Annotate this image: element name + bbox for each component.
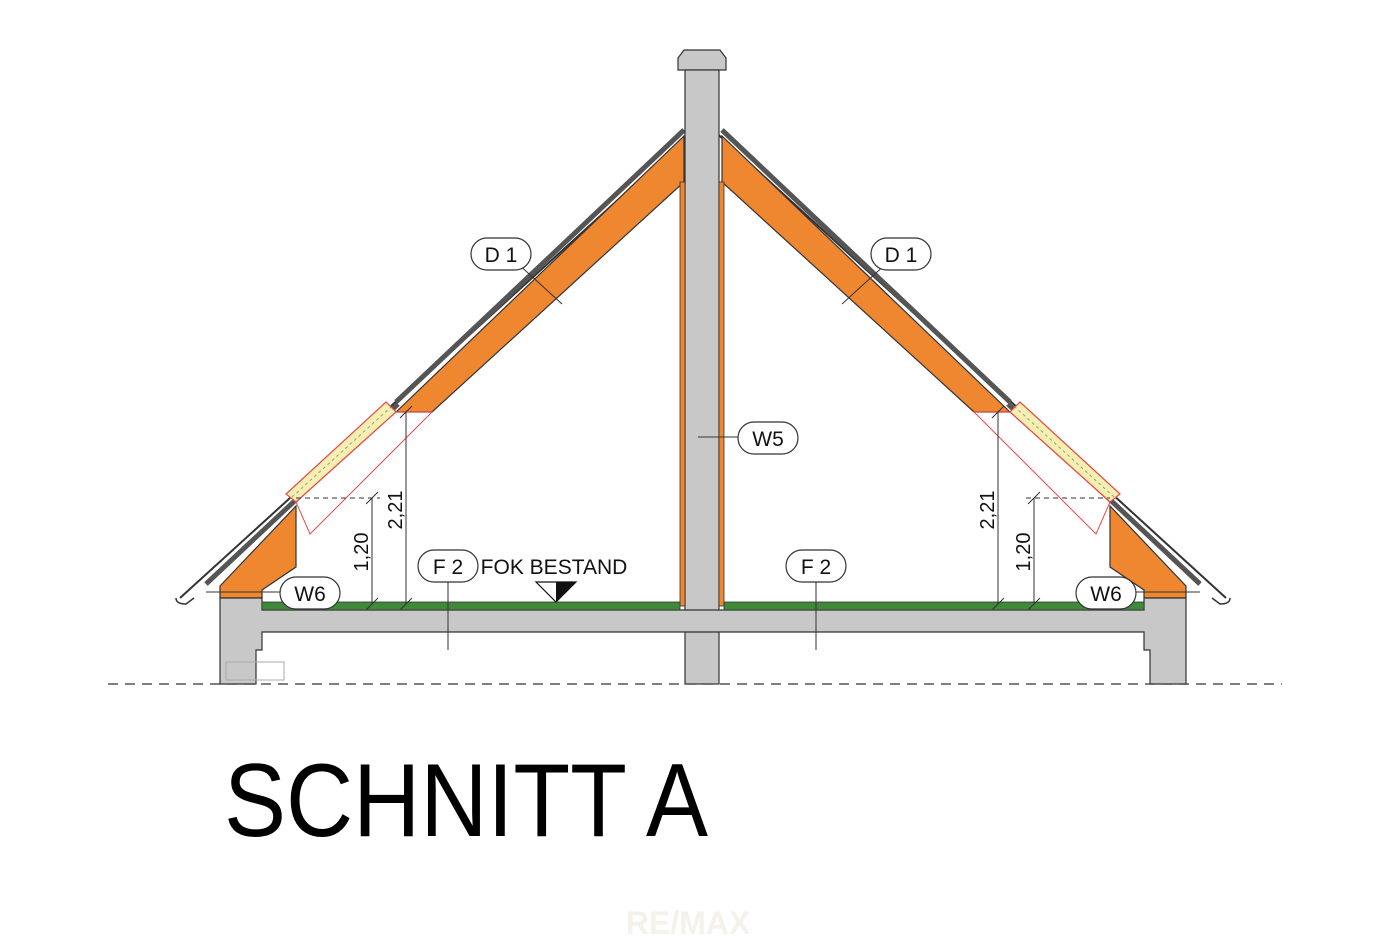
bubble-f2-left <box>417 549 479 583</box>
watermark-logo: RE/MAX <box>626 905 751 941</box>
label-w6-left: W6 <box>294 583 326 606</box>
roof-skin-left-upper <box>394 128 686 404</box>
gutter-right <box>1211 597 1231 605</box>
roof-insulation-left <box>394 134 685 413</box>
floor-slab-edge-left <box>225 661 285 681</box>
bubble-w6-left <box>279 576 341 610</box>
label-f2-right: F 2 <box>801 556 831 579</box>
roof-window-left-lining <box>295 411 434 535</box>
dim-ticks-left <box>365 405 413 611</box>
dim-text-right-120: 1,20 <box>1013 533 1035 572</box>
level-marker-fill <box>556 582 576 602</box>
floor-finish-right <box>723 601 1145 611</box>
label-d1-left: D 1 <box>485 244 518 267</box>
drawing-title: SCHNITT A <box>224 743 709 859</box>
dim-text-left-120: 1,20 <box>351 533 373 572</box>
leader-d1-left <box>515 261 563 305</box>
label-d1-right: D 1 <box>885 244 918 267</box>
center-wall-insulation-left <box>679 181 686 607</box>
roof-window-left-pane <box>291 406 392 498</box>
bubble-w5 <box>737 421 799 455</box>
level-marker-text: FOK BESTAND <box>481 556 628 579</box>
roof-window-right-pane <box>1014 406 1115 498</box>
bubble-f2-right <box>785 549 847 583</box>
dim-text-right-221: 2,21 <box>977 491 999 530</box>
dim-text-left-221: 2,21 <box>385 491 407 530</box>
chimney-cap <box>677 49 727 71</box>
roof-window-right-lining <box>972 411 1111 535</box>
bubble-w6-right <box>1075 576 1137 610</box>
dim-ticks-right <box>991 405 1041 611</box>
label-w6-right: W6 <box>1090 583 1122 606</box>
floor-finish-left <box>261 601 681 611</box>
chimney <box>684 69 720 685</box>
gutter-left <box>175 597 195 605</box>
bubble-d1-right <box>870 237 932 271</box>
label-w5: W5 <box>752 428 784 451</box>
roof-insulation-right <box>721 134 1012 413</box>
label-f2-left: F 2 <box>433 556 463 579</box>
roof-skin-right-upper <box>720 128 1012 404</box>
center-wall-insulation-right <box>718 181 725 607</box>
bubble-d1-left <box>470 237 532 271</box>
